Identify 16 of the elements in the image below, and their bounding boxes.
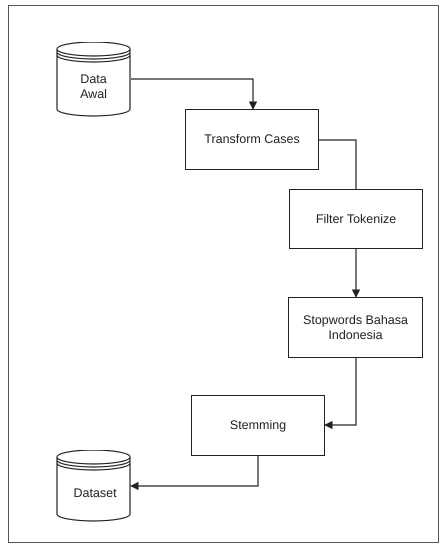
node-label: Filter Tokenize xyxy=(316,212,396,226)
arrow xyxy=(130,456,259,490)
connector-line xyxy=(319,139,357,189)
process-box xyxy=(191,395,325,456)
arrow xyxy=(352,249,360,298)
database-cylinder xyxy=(56,450,131,522)
process-box xyxy=(185,109,319,170)
node-label: Stopwords Bahasa Indonesia xyxy=(302,312,409,342)
process-box xyxy=(289,189,423,249)
arrow xyxy=(324,358,357,430)
process-box xyxy=(288,297,423,358)
arrow xyxy=(131,78,258,110)
node-label: Stemming xyxy=(230,418,286,433)
database-cylinder xyxy=(56,42,131,117)
node-label: Data Awal xyxy=(79,72,108,102)
node-label: Transform Cases xyxy=(204,132,300,147)
